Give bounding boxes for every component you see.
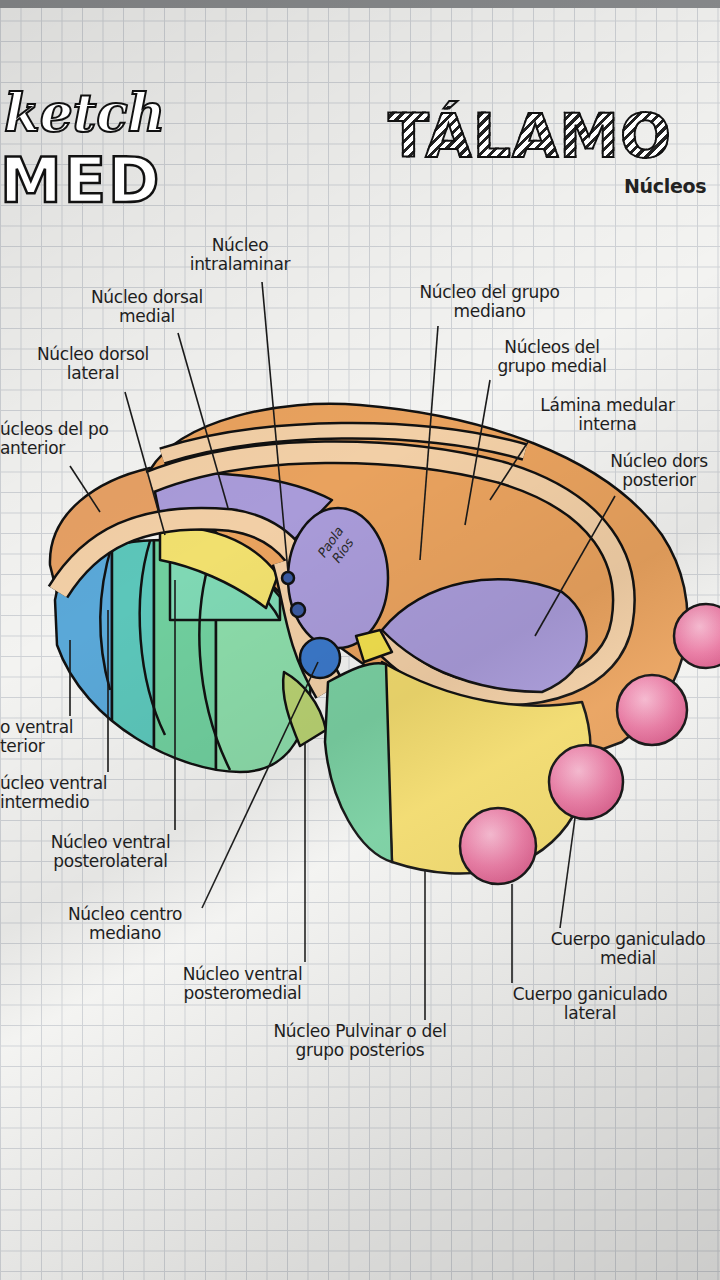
- illustration-part: [140, 541, 165, 735]
- pink-knob: [617, 675, 687, 745]
- illustration-part: [424, 870, 426, 1020]
- illustration-part: [162, 431, 525, 456]
- vpm-nucleus: [283, 672, 326, 746]
- subtitle: Núcleos: [624, 176, 720, 197]
- intralaminar-dot: [282, 572, 294, 584]
- nucleus-label: Núcleo ventral posterolateral: [28, 833, 193, 871]
- nucleus-label: Cuerpo ganiculado medial: [536, 930, 720, 968]
- illustration-part: [178, 333, 228, 508]
- illustration-part: [112, 520, 154, 790]
- illustration-part: [70, 466, 100, 512]
- nucleus-label: Núcleo dorsal medial: [72, 288, 222, 326]
- nucleus-label: Núcleo ventral posteromedial: [160, 965, 325, 1003]
- nucleus-label: úcleo ventral intermedio: [0, 774, 135, 812]
- pink-knob: [674, 604, 720, 668]
- illustration-part: [511, 884, 513, 983]
- illustration-part: [150, 452, 624, 694]
- illustration-part: [420, 326, 438, 560]
- illustration-part: [174, 580, 176, 830]
- nucleus-label: úcleos del po anterior: [0, 420, 120, 458]
- logo-text: MED: [0, 146, 160, 215]
- nucleus-label: Cuerpo ganiculado lateral: [498, 985, 682, 1023]
- illustration-part: [125, 392, 165, 535]
- nucleus-label: Núcleo Pulvinar o del grupo posterios: [254, 1022, 466, 1060]
- nucleus-label: Núcleo dors posterior: [598, 452, 720, 490]
- nucleus-label: Núcleo centro mediano: [55, 905, 195, 943]
- page-title: TÁLAMO: [388, 106, 672, 166]
- page-edge: [0, 0, 720, 8]
- medial-nucleus: [288, 508, 388, 648]
- logo-text: ketch: [4, 84, 164, 142]
- pulvinar-medial-part: [325, 663, 392, 862]
- illustration-part: [162, 431, 525, 456]
- nucleus-label: Núcleo del grupo mediano: [412, 283, 567, 321]
- illustration-part: [69, 640, 71, 716]
- nucleus-label: o ventral terior: [0, 718, 95, 756]
- nucleus-label: Lámina medular interna: [525, 396, 690, 434]
- intralaminar-dot: [291, 603, 305, 617]
- nucleus-label: Núcleos del grupo medial: [482, 338, 622, 376]
- illustration-part: [535, 496, 615, 636]
- illustration-part: [107, 610, 109, 772]
- illustration-part: [304, 742, 306, 962]
- illustration-part: [262, 282, 288, 572]
- illustration-part: [465, 380, 490, 525]
- thalamus-body: [40, 404, 720, 884]
- nucleus-label: Núcleo dorsol lateral: [18, 345, 168, 383]
- illustration-part: [202, 662, 318, 908]
- illustration-part: [100, 545, 112, 690]
- nucleus-label: Núcleo intralaminar: [170, 236, 310, 274]
- posterior-dorsal-nucleus: [382, 579, 587, 692]
- centromedian-nucleus: [300, 638, 340, 678]
- illustration-part: [490, 442, 528, 500]
- illustration-part: [356, 630, 392, 662]
- illustration-part: [560, 818, 575, 928]
- medial-geniculate: [549, 745, 623, 819]
- lateral-geniculate: [460, 808, 536, 884]
- illustration-part: [150, 452, 624, 694]
